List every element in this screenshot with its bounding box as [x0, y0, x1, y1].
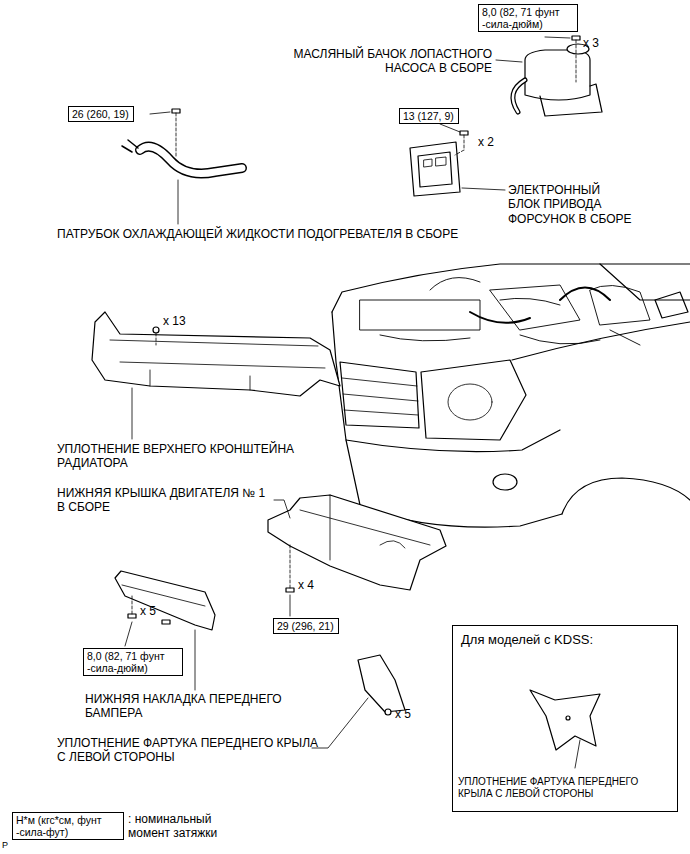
torque-value: 8,0 (82, 71 фунт -сила-дюйм): [87, 650, 179, 674]
bolt-axis: [290, 545, 291, 588]
torque-box: 8,0 (82, 71 фунт -сила-дюйм): [478, 4, 578, 32]
ecu-body: [418, 152, 452, 187]
part-name: УПЛОТНЕНИЕ ВЕРХНЕГО КРОНШТЕЙНА РАДИАТОРА: [57, 442, 337, 471]
clip: [385, 709, 391, 715]
bolt-head: [572, 36, 580, 40]
cover-details: [300, 495, 430, 560]
leader-line: [575, 740, 580, 768]
reservoir-hose-inner: [513, 80, 525, 112]
bumper-line: [346, 430, 560, 452]
reservoir-bracket: [540, 84, 602, 116]
torque-value: 13 (127, 9): [403, 110, 455, 122]
torque-box: 26 (260, 19): [68, 106, 134, 122]
torque-value: 29 (296, 21): [277, 620, 335, 632]
seal-details: [110, 340, 325, 390]
hole: [566, 716, 570, 720]
ecu-bracket: [410, 142, 460, 196]
part-name: УПЛОТНЕНИЕ ФАРТУКА ПЕРЕДНЕГО КРЫЛА С ЛЕВ…: [57, 736, 327, 765]
bolt-axis: [576, 40, 577, 82]
legend-box: Н*м (кгс*см, фунт -сила-фут): [12, 812, 124, 840]
fog-light: [493, 474, 517, 490]
figure-code: P: [2, 840, 8, 851]
engine-hoses: [470, 288, 610, 323]
torque-box: 13 (127, 9): [399, 108, 459, 124]
car-body: [332, 312, 562, 527]
torque-value: Н*м (кгс*см, фунт -сила-фут): [16, 814, 120, 838]
bolt-head: [460, 131, 468, 135]
clip-axis: [156, 333, 157, 345]
quantity: x 2: [478, 135, 494, 149]
pillar: [600, 264, 690, 300]
radiator-top: [360, 300, 480, 330]
headlight-lens: [448, 384, 492, 420]
leader-line: [274, 500, 290, 616]
bolt-head: [162, 620, 170, 624]
engine-parts: [380, 278, 650, 346]
headlight: [421, 360, 526, 440]
quantity: x 4: [298, 578, 314, 592]
part-name: НИЖНЯЯ КРЫШКА ДВИГАТЕЛЯ № 1 В СБОРЕ: [57, 486, 272, 515]
bolt-head: [172, 109, 180, 113]
grille-bars: [342, 378, 418, 415]
part-name: НИЖНЯЯ НАКЛАДКА ПЕРЕДНЕГО БАМПЕРА: [85, 692, 315, 721]
bolt-axis: [176, 113, 177, 158]
reservoir-body: [525, 50, 590, 100]
part-name: УПЛОТНЕНИЕ ФАРТУКА ПЕРЕДНЕГО КРЫЛА С ЛЕВ…: [458, 776, 674, 800]
grille: [340, 362, 419, 428]
bumper-details: [122, 585, 205, 606]
leader-line: [312, 698, 368, 748]
quantity: x 13: [163, 314, 186, 328]
bolt-axis: [455, 135, 464, 155]
inset-panel: Для моделей с KDSS: УПЛОТНЕНИЕ ФАРТУКА ПЕ…: [452, 625, 678, 812]
hose-outline: [140, 147, 242, 174]
fender-seal: [358, 655, 405, 712]
wheel-arch: [562, 478, 690, 514]
part-name: ПАТРУБОК ОХЛАЖДАЮЩЕЙ ЖИДКОСТИ ПОДОГРЕВАТ…: [57, 227, 487, 241]
leader-line: [496, 37, 570, 62]
engine-under-cover: [268, 495, 446, 590]
torque-value: 8,0 (82, 71 фунт -сила-дюйм): [482, 6, 574, 30]
bumper-lower-cover: [115, 571, 215, 630]
hood-opening: [332, 264, 690, 312]
hose-pipe: [122, 140, 138, 152]
fender-seal-kdss: [530, 690, 600, 750]
bolt-head: [286, 588, 294, 592]
torque-box: 29 (296, 21): [273, 618, 339, 634]
bolt-head: [128, 614, 136, 618]
bolt-axis: [132, 596, 133, 614]
mirror: [655, 292, 688, 318]
part-name: МАСЛЯНЫЙ БАЧОК ЛОПАСТНОГО НАСОСА В СБОРЕ: [262, 47, 492, 76]
inset-heading: Для моделей с KDSS:: [461, 632, 669, 648]
leader-line: [440, 124, 505, 190]
quantity: x 5: [140, 604, 156, 618]
radiator-seal: [92, 312, 340, 396]
quantity: x 5: [395, 707, 411, 721]
ecu-connectors: [424, 157, 446, 167]
leader-line: [132, 388, 133, 439]
hose-inner: [140, 147, 242, 174]
reservoir-hose: [513, 80, 525, 112]
clip: [153, 327, 159, 333]
quantity: x 3: [583, 36, 599, 50]
torque-value: 26 (260, 19): [72, 108, 130, 120]
torque-box: 8,0 (82, 71 фунт -сила-дюйм): [83, 648, 183, 676]
leader-line: [150, 112, 178, 224]
part-name: ЭЛЕКТРОННЫЙ БЛОК ПРИВОДА ФОРСУНОК В СБОР…: [508, 183, 633, 226]
legend-note: : номинальный момент затяжки: [128, 812, 253, 841]
